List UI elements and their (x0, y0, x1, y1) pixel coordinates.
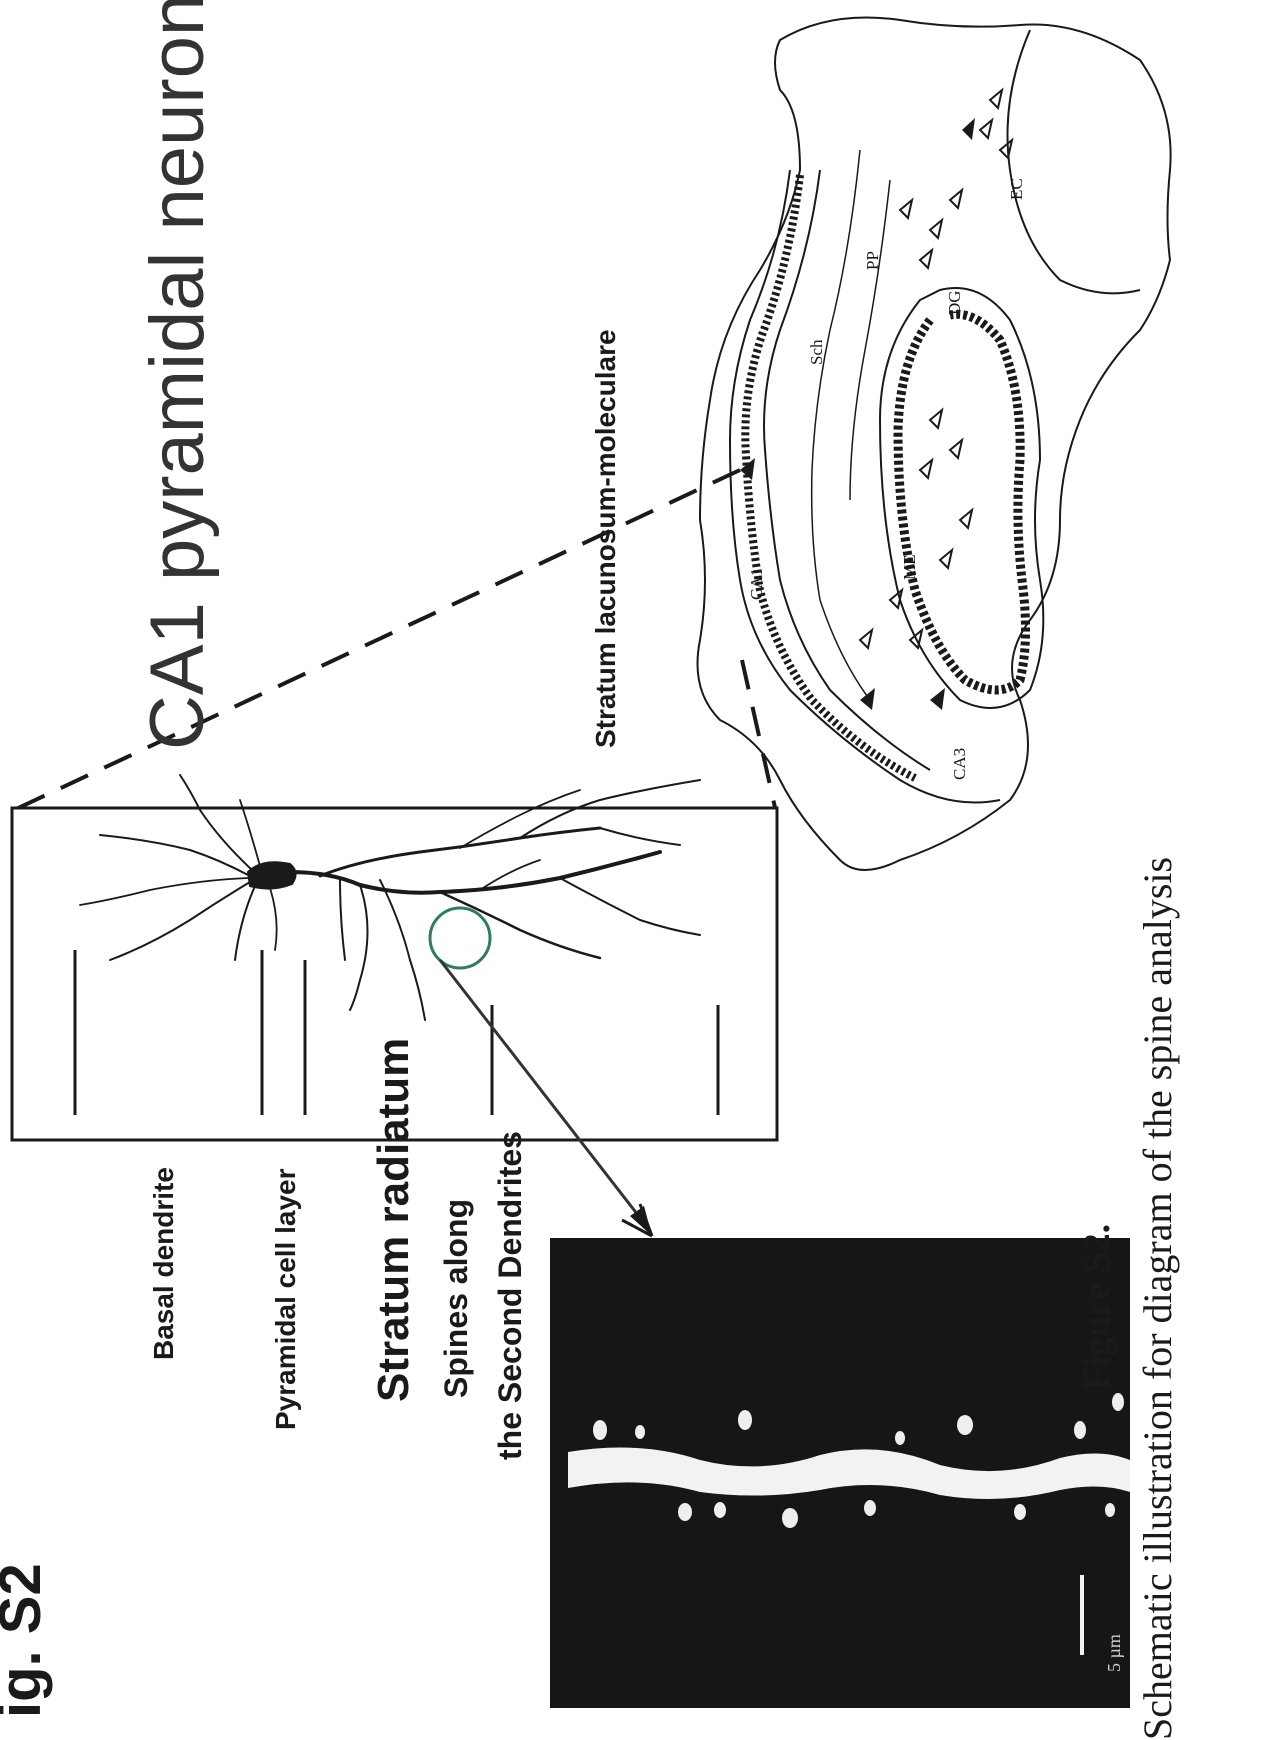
label-ca3: CA3 (950, 748, 969, 780)
dendrite-micrograph (550, 1238, 1130, 1708)
caption-text: Schematic illustration for diagram of th… (1138, 857, 1178, 1740)
label-stratum-lacunosum-moleculare: Stratum lacunosum-moleculare (592, 329, 620, 748)
scale-bar-label: 5 µm (1104, 1634, 1124, 1672)
label-ec: EC (1007, 178, 1026, 200)
hippocampus-schematic (698, 18, 1171, 871)
figure-label: ig. S2 (0, 1563, 50, 1718)
label-sch: Sch (807, 339, 826, 365)
label-me: ME (900, 555, 919, 581)
label-stratum-radiatum: Stratum radiatum (372, 1038, 416, 1402)
label-pp: PP (863, 251, 882, 270)
page-title: CA1 pyramidal neuron (140, 0, 216, 750)
label-spines-line2: the Second Dendrites (494, 1131, 526, 1460)
caption-heading: Figure S2. (1078, 1224, 1116, 1390)
label-dg: DG (945, 290, 964, 315)
label-basal-dendrite: Basal dendrite (150, 1167, 178, 1360)
label-spines-line1: Spines along (440, 1199, 472, 1398)
label-ca1: CA1 (747, 568, 766, 600)
projection-dashed-lines (14, 470, 776, 812)
label-pyramidal-cell-layer: Pyramidal cell layer (272, 1168, 300, 1430)
